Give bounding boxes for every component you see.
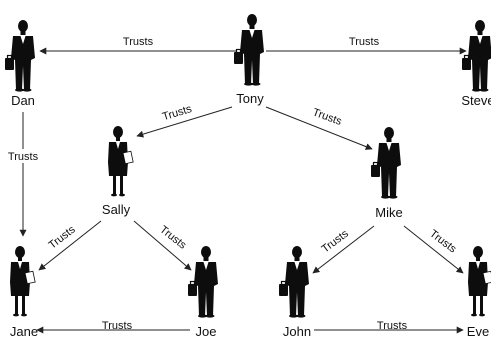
edge-label: Trusts	[8, 151, 39, 163]
trust-edge-john-eve: Trusts	[314, 320, 464, 334]
trust-edge-sally-joe: Trusts	[133, 220, 192, 271]
edge-label: Trusts	[102, 320, 133, 332]
edge-label: Trusts	[349, 36, 380, 48]
person-eve: Eve	[467, 246, 491, 339]
person-steve: Steve	[461, 20, 491, 108]
businessman-briefcase-icon	[371, 127, 401, 199]
businessman-briefcase-icon	[5, 20, 35, 92]
person-joe: Joe	[188, 246, 218, 339]
edge-label: Trusts	[377, 320, 408, 332]
person-john: John	[279, 246, 311, 339]
edge-label: Trusts	[47, 223, 79, 251]
trust-edge-tony-dan: Trusts	[39, 36, 237, 55]
trust-edge-mike-eve: Trusts	[403, 225, 464, 274]
person-sally: Sally	[102, 126, 134, 217]
person-name: Jane	[10, 324, 38, 339]
person-name: Joe	[196, 324, 217, 339]
businesswoman-papers-icon	[468, 246, 491, 317]
person-tony: Tony	[234, 14, 264, 106]
edge-label: Trusts	[427, 228, 459, 256]
edge-label: Trusts	[320, 227, 352, 255]
trust-edge-sally-jane: Trusts	[38, 220, 102, 271]
businessman-briefcase-icon	[188, 246, 218, 318]
trust-edge-tony-steve: Trusts	[266, 36, 467, 55]
trust-arrow	[265, 106, 373, 150]
trust-arrow	[133, 220, 192, 271]
trust-edge-dan-jane: Trusts	[5, 112, 41, 237]
person-name: Steve	[461, 93, 491, 108]
businessman-briefcase-icon	[462, 20, 491, 92]
person-name: Mike	[375, 205, 402, 220]
person-name: Dan	[11, 93, 35, 108]
trust-edge-joe-jane: Trusts	[36, 320, 190, 334]
edge-label: Trusts	[311, 106, 344, 128]
trust-edge-mike-john: Trusts	[312, 225, 375, 274]
person-name: John	[283, 324, 311, 339]
businessman-briefcase-icon	[234, 14, 264, 86]
person-jane: Jane	[10, 246, 38, 339]
person-name: Tony	[236, 91, 264, 106]
trust-edge-tony-sally: Trusts	[136, 103, 233, 138]
businesswoman-papers-icon	[10, 246, 36, 317]
businessman-briefcase-icon	[279, 246, 309, 318]
trust-arrow	[136, 106, 233, 138]
trust-edge-tony-mike: Trusts	[265, 106, 373, 150]
edge-label: Trusts	[123, 36, 154, 48]
trust-arrow	[312, 225, 375, 274]
person-dan: Dan	[5, 20, 35, 108]
person-mike: Mike	[371, 127, 403, 220]
trust-arrow	[38, 220, 102, 271]
edge-label: Trusts	[157, 224, 189, 252]
businesswoman-papers-icon	[108, 126, 134, 197]
trust-arrow	[403, 225, 464, 274]
person-name: Sally	[102, 202, 131, 217]
person-name: Eve	[467, 324, 489, 339]
